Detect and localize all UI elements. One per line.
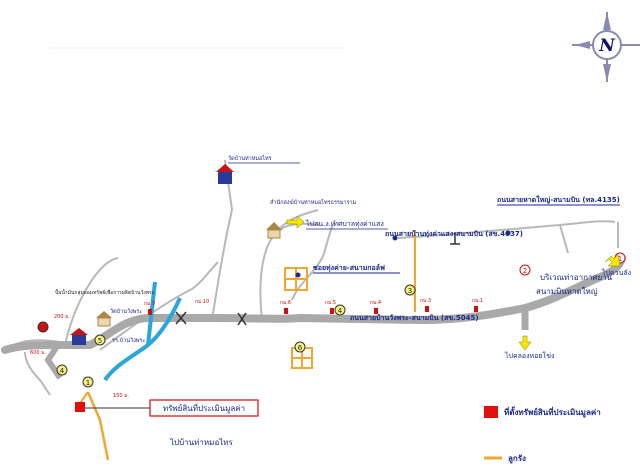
distance-label: 150 ม.	[113, 393, 129, 399]
laterite-road-property	[86, 391, 110, 461]
km-marker: กม.3	[420, 298, 431, 304]
plot-grid-north	[284, 267, 308, 291]
circled-number: 1	[618, 255, 622, 263]
north-arrow-compass-icon: N	[572, 12, 640, 82]
circled-number-markers: 1 2 3 4 6 1 5 4	[37, 252, 626, 388]
road-label-4135: ถนนสายหาดใหญ่-สนามบิน (ทล.4135)	[497, 195, 620, 204]
distance-label: 600 ม.	[30, 350, 46, 356]
blue-pin	[392, 235, 398, 241]
property-label: ทรัพย์สินที่ประเมินมูลค่า	[163, 402, 245, 414]
compass-letter: N	[598, 36, 616, 56]
km-marker: กม.1	[472, 298, 483, 304]
property-marker	[75, 402, 85, 412]
km-marker: กม.6	[280, 300, 291, 306]
direction-arrow-icon	[518, 335, 532, 351]
km-marker: กม.10	[195, 299, 209, 305]
temple-icon	[216, 164, 234, 184]
road-label-5045: ถนนสายบ้านวังพระ-สนามบิน (สข.5045)	[350, 313, 479, 322]
property-label-box	[149, 399, 259, 417]
circled-number: 1	[86, 379, 90, 387]
place-label: วัดบ้านท่าหมอไทร	[228, 155, 272, 162]
place-label: สำนักสงฆ์บ้านท่าหมอไทรธรรมาราม	[270, 199, 357, 206]
place-label: รร.บ้านวังพระ	[112, 337, 145, 344]
airport-area-line1: บริเวณท่าอากาศยาน	[540, 273, 613, 282]
legend-property-swatch	[484, 406, 498, 418]
road-branch-west	[44, 343, 63, 380]
direction-arrow-icon	[604, 253, 621, 267]
secondary-roads	[9, 159, 619, 396]
temple-icon	[96, 311, 112, 327]
temple-icon	[266, 222, 282, 239]
soi-label: ซอยทุ่งค่าย-สนามกอล์ฟ	[313, 263, 385, 272]
circled-number: 3	[408, 287, 412, 295]
direction-arrow-icon	[286, 215, 305, 229]
legend: ที่ตั้งทรัพย์สินที่ประเมินมูลค่า ลูกรัง	[484, 406, 601, 464]
school-icon	[70, 328, 88, 345]
circled-number: 2	[523, 267, 527, 275]
place-label: วัดบ้านวังพระ	[110, 308, 142, 315]
airport-area-line2: สนามบินหาดใหญ่	[536, 287, 598, 296]
place-label: ไปควนลัง	[601, 268, 631, 277]
km-marker: กม.9	[144, 301, 155, 307]
road-label-4037: ถนนสายบ้านทุ่งค่าแสง-สนามบิน (สข.4037)	[385, 229, 523, 238]
km-post-icons	[148, 306, 478, 315]
legend-property-label: ที่ตั้งทรัพย์สินที่ประเมินมูลค่า	[504, 406, 601, 418]
bridge-icon	[175, 311, 247, 326]
blue-pin	[505, 230, 511, 236]
distance-label: 200 ม.	[54, 314, 70, 320]
legend-laterite-label: ลูกรัง	[508, 454, 526, 464]
place-label: ปั้มน้ำมันกลุ่มออมทรัพย์เพื่อการผลิตบ้าน…	[55, 287, 155, 296]
circled-number: 5	[98, 337, 102, 345]
main-road	[1, 254, 626, 354]
km-marker: กม.5	[325, 300, 336, 306]
km-marker: กม.4	[370, 300, 381, 306]
circled-number: 4	[60, 367, 65, 375]
circled-number: 6	[298, 344, 303, 352]
place-label: ไปบ้านท่าหมอไทร	[169, 438, 234, 447]
km-markers: กม.1 กม.3 กม.4 กม.5 กม.6 กม.10 กม.9	[144, 298, 483, 307]
place-label: ไปคลองหอยโข่ง	[504, 351, 554, 360]
place-label: ไปสน.ง.เทศบาลทุ่งค่าแสง	[305, 219, 384, 228]
circled-number: 4	[338, 307, 343, 315]
blue-pin	[295, 272, 301, 278]
